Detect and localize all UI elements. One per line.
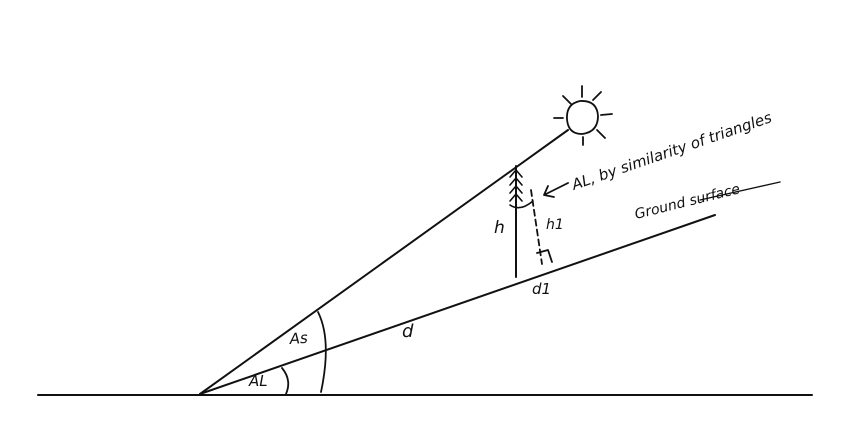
distance-label: d <box>402 321 414 342</box>
slope-angle-arc <box>281 367 290 395</box>
object-top-marks <box>509 169 523 202</box>
slope-angle-label: AL <box>248 372 268 390</box>
sun-angle-label: As <box>288 329 308 348</box>
perp-distance-label: d1 <box>532 280 551 298</box>
height-label: h <box>494 218 505 238</box>
sun-angle-arc <box>317 311 327 393</box>
perp-height-label: h1 <box>546 217 564 233</box>
right-angle-marker <box>536 249 553 263</box>
top-angle-arc <box>509 200 534 209</box>
note-arrow <box>543 182 569 198</box>
sun-icon <box>553 85 613 146</box>
sun-ray-line <box>199 129 569 395</box>
ground-surface-line <box>199 214 716 395</box>
angle-note-label: AL, by similarity of triangles <box>568 108 774 194</box>
ground-label-underline <box>699 181 781 201</box>
ground-surface-label: Ground surface <box>633 181 742 223</box>
